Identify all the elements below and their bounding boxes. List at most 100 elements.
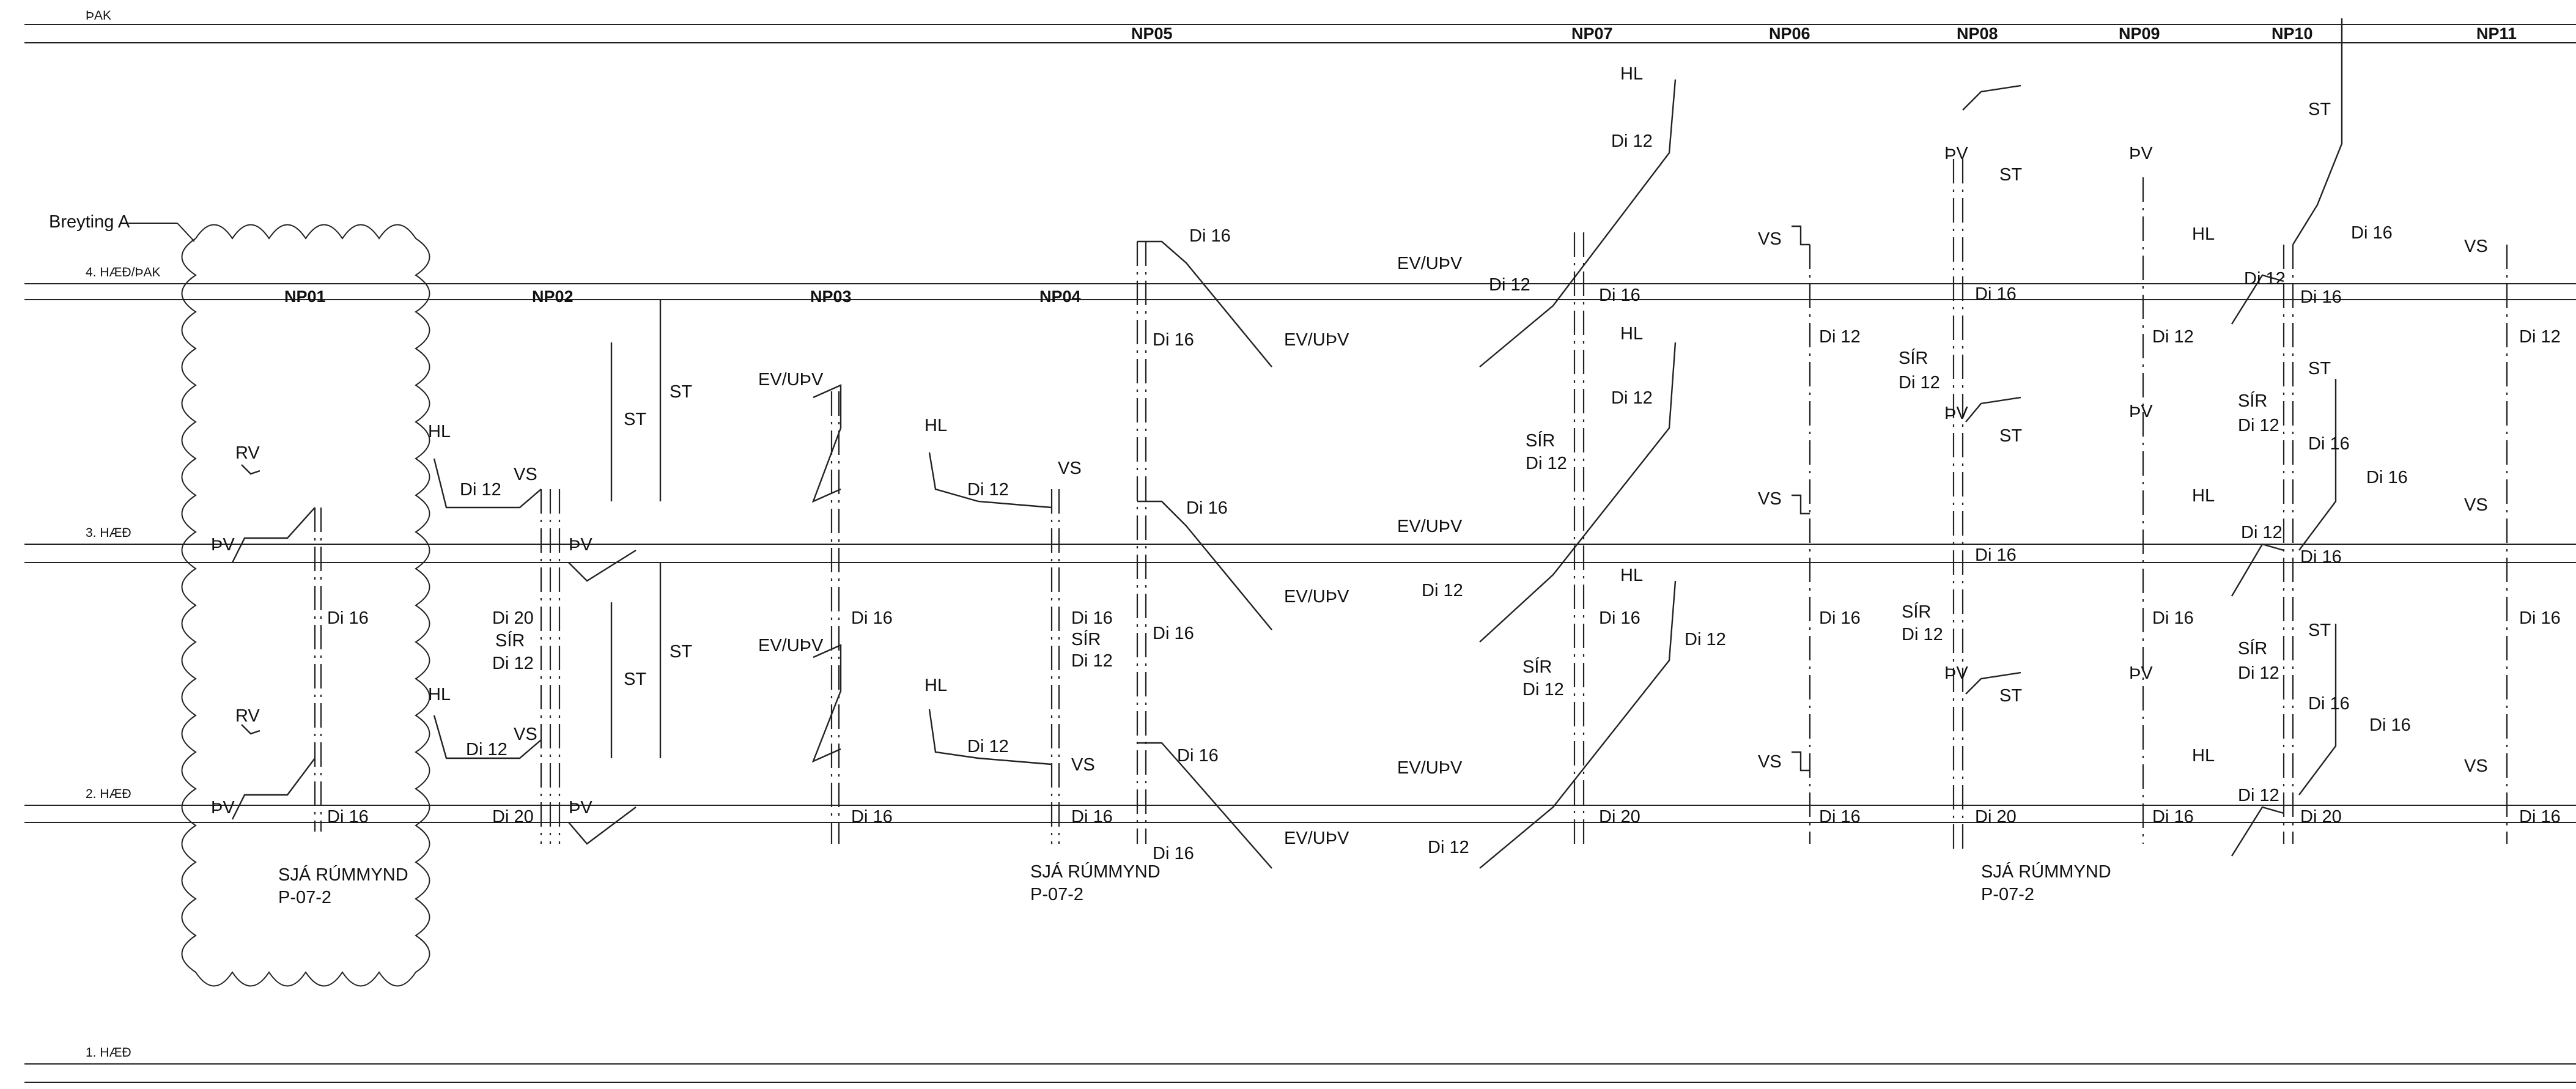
pipe-di16-np06-2: Di 16 xyxy=(1819,807,1861,827)
pipe-di12-np07-2b: Di 12 xyxy=(1522,680,1564,700)
code-evupv-np07-4: EV/UÞV xyxy=(1397,254,1463,273)
pipe-di20-np07-2: Di 20 xyxy=(1599,807,1640,827)
code-sir-np07-3: SÍR xyxy=(1526,430,1555,451)
code-pv-np09-2: ÞV xyxy=(2129,663,2153,683)
pipe-di16-np06-3: Di 16 xyxy=(1819,608,1861,628)
pipe-di16-np07-4: Di 16 xyxy=(1599,286,1640,305)
code-st-np08-2: ST xyxy=(1999,686,2022,706)
code-sir-np07-2: SÍR xyxy=(1522,657,1552,677)
column-np07: NP07 xyxy=(1571,24,1613,43)
top-label: ÞAK xyxy=(86,9,111,23)
note-sheet-ref-np01: P-07-2 xyxy=(278,888,331,907)
branch-pipes xyxy=(231,18,2343,869)
code-sir-np04-3: SÍR xyxy=(1071,629,1101,649)
code-st-np02-b: ST xyxy=(624,410,646,429)
pipe-di16-np10-3c: Di 16 xyxy=(2300,547,2342,567)
code-hl-np10-4: HL xyxy=(2192,224,2215,244)
pipe-di16-np10-4b: Di 16 xyxy=(2300,287,2342,307)
level-1-label: 1. HÆÐ xyxy=(86,1046,131,1060)
pipe-di16-np08-3: Di 16 xyxy=(1975,545,2017,565)
note-see-3d-np08: SJÁ RÚMMYND xyxy=(1981,862,2111,882)
code-vs-np11-4: VS xyxy=(2464,237,2488,256)
pipe-di12-np08-4: Di 12 xyxy=(1899,373,1940,393)
code-evupv-np03-3: EV/UÞV xyxy=(758,370,824,389)
code-pv-np01-2: ÞV xyxy=(211,798,235,818)
pipe-di12-np10-2: Di 12 xyxy=(2238,663,2279,683)
code-st-np08-3: ST xyxy=(1999,426,2022,446)
pipe-di12-np07-3c: Di 12 xyxy=(1422,581,1463,600)
code-sir-np10-2: SÍR xyxy=(2238,638,2267,659)
pipe-di16-np05-2: Di 16 xyxy=(1177,746,1219,766)
code-vs-np11-2: VS xyxy=(2464,756,2488,776)
code-pv-np02-3: ÞV xyxy=(569,535,592,555)
pipe-di12-np10-3b: Di 12 xyxy=(2241,523,2283,542)
revision-cloud-label: Breyting A xyxy=(49,212,130,232)
column-np04: NP04 xyxy=(1039,287,1081,306)
column-np03: NP03 xyxy=(810,287,852,306)
code-vs-np11-3: VS xyxy=(2464,495,2488,515)
pipe-di20-np10-2: Di 20 xyxy=(2300,807,2342,827)
pipe-di12-np04-3: Di 12 xyxy=(967,480,1009,500)
pipe-di16-np09-3: Di 16 xyxy=(2152,608,2194,628)
code-st-np10-3: ST xyxy=(2308,359,2331,378)
pipe-di12-np09-4: Di 12 xyxy=(2152,327,2194,347)
code-hl-np04-3: HL xyxy=(924,416,947,435)
code-evupv-np07-2: EV/UÞV xyxy=(1397,758,1463,778)
pipe-di16-np01-2: Di 16 xyxy=(327,807,369,827)
column-np02: NP02 xyxy=(532,287,574,306)
code-rv-np01-3: RV xyxy=(235,443,260,463)
pipe-di16-np04-3: Di 16 xyxy=(1071,608,1113,628)
pipe-di16-np10-2: Di 16 xyxy=(2308,694,2350,714)
pipe-di16-np04-2: Di 16 xyxy=(1071,807,1113,827)
column-np09: NP09 xyxy=(2119,24,2160,43)
code-vs-np06-4: VS xyxy=(1758,229,1782,249)
pipe-di16-np11-3: Di 16 xyxy=(2519,608,2561,628)
pipe-di12-np11-4: Di 12 xyxy=(2519,327,2561,347)
code-vs-np06-3: VS xyxy=(1758,489,1782,509)
pipe-di12-np02-3: Di 12 xyxy=(460,480,501,500)
column-headers: NP01 NP02 NP03 NP04 NP05 NP07 NP06 NP08 … xyxy=(284,24,2517,306)
column-np06: NP06 xyxy=(1769,24,1810,43)
pipe-di16-np10-3b: Di 16 xyxy=(2366,468,2408,487)
pipe-di12-np04-3b: Di 12 xyxy=(1071,651,1113,671)
pipe-di12-np10-4: Di 12 xyxy=(2244,269,2286,289)
pipe-di12-np10-3: Di 12 xyxy=(2238,416,2279,435)
code-vs-np04-2: VS xyxy=(1071,755,1095,775)
code-sir-np08-4: SÍR xyxy=(1899,348,1928,368)
code-hl-np02-3: HL xyxy=(428,422,451,441)
pipe-di12-np07-4b: Di 12 xyxy=(1489,275,1530,295)
pipe-di16-np10-2b: Di 16 xyxy=(2369,715,2411,735)
pipe-di16-np10-3: Di 16 xyxy=(2308,434,2350,454)
code-hl-np07-3: HL xyxy=(1620,324,1643,344)
pipe-di20-np02-2: Di 20 xyxy=(492,807,534,827)
pipe-labels: RV ÞV Di 16 RV ÞV Di 16 SJÁ RÚMMYND P-07… xyxy=(211,64,2561,907)
code-st-np08-4: ST xyxy=(1999,165,2022,185)
pipe-di16-np03-2: Di 16 xyxy=(851,807,893,827)
code-pv-np09-3: ÞV xyxy=(2129,402,2153,421)
code-evupv-np05-2: EV/UÞV xyxy=(1284,829,1349,848)
code-hl-np07-4: HL xyxy=(1620,64,1643,84)
pipe-di12-np07-3b: Di 12 xyxy=(1526,454,1567,473)
pipe-di16-np01: Di 16 xyxy=(327,608,369,628)
code-vs-np02-2: VS xyxy=(514,725,537,744)
column-np11: NP11 xyxy=(2476,24,2517,43)
code-hl-np02-2: HL xyxy=(428,685,451,704)
pipe-di16-np05-4b: Di 16 xyxy=(1153,330,1194,350)
pipe-di12-np04-2: Di 12 xyxy=(967,737,1009,756)
pipe-di12-np10-2b: Di 12 xyxy=(2238,786,2279,805)
code-pv-np08-3: ÞV xyxy=(1944,404,1968,423)
note-see-3d-np04: SJÁ RÚMMYND xyxy=(1030,862,1161,882)
pipe-di16-np11-2: Di 16 xyxy=(2519,807,2561,827)
note-sheet-ref-np04: P-07-2 xyxy=(1030,885,1083,904)
code-pv-np09-4: ÞV xyxy=(2129,144,2153,163)
code-evupv-np05-4: EV/UÞV xyxy=(1284,330,1349,350)
code-hl-np10-3: HL xyxy=(2192,486,2215,506)
pipe-di16-np05-3: Di 16 xyxy=(1186,498,1228,518)
pipe-di12-np07-3: Di 12 xyxy=(1611,388,1653,408)
pipe-di16-np07-2: Di 16 xyxy=(1599,608,1640,628)
pipe-di16-np03-3: Di 16 xyxy=(851,608,893,628)
note-see-3d-np01: SJÁ RÚMMYND xyxy=(278,865,408,885)
pipe-di20-np08-2: Di 20 xyxy=(1975,807,2017,827)
pipe-di16-np05-1: Di 16 xyxy=(1153,844,1194,863)
column-np10: NP10 xyxy=(2272,24,2313,43)
